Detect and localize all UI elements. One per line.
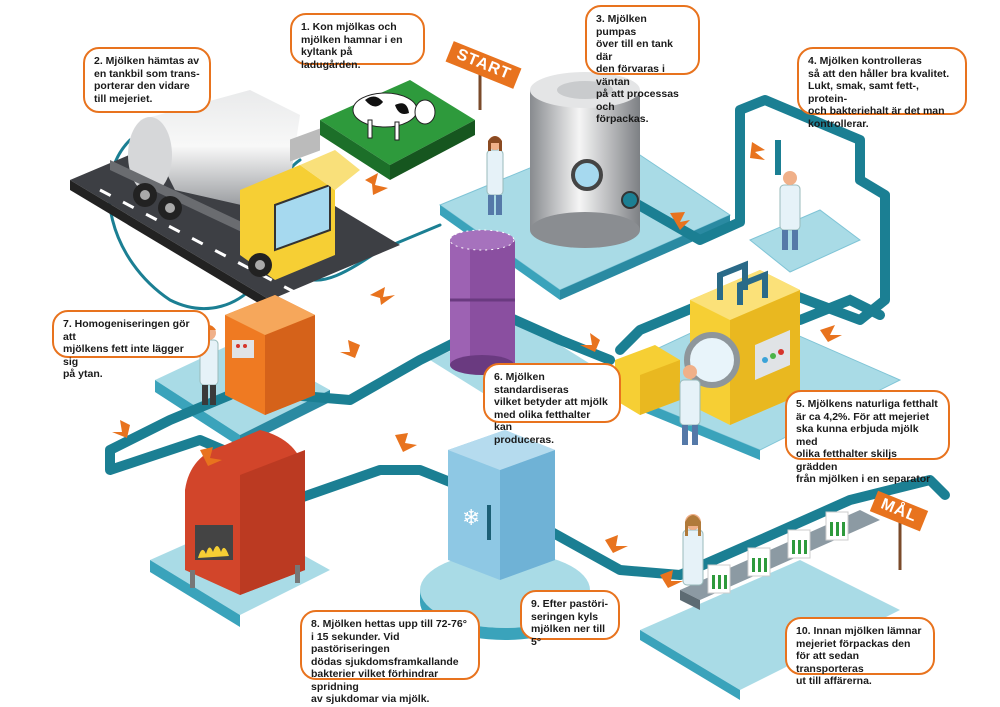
step-5-callout: 5. Mjölkens naturliga fetthalt är ca 4,2… xyxy=(785,390,950,485)
step-4-text: 4. Mjölken kontrolleras så att den hålle… xyxy=(808,55,950,130)
packaging-line xyxy=(680,510,902,610)
cow xyxy=(352,92,436,141)
arrow-icon xyxy=(580,333,600,352)
arrow-icon xyxy=(370,287,395,305)
step-1-callout: 1. Kon mjölkas och mjölken hamnar i en k… xyxy=(290,13,425,71)
step-6-text: 6. Mjölken standardiseras vilket betyder… xyxy=(494,371,608,446)
pasteurizer xyxy=(185,430,305,595)
tank-porthole xyxy=(571,159,603,191)
worker-control xyxy=(775,140,801,250)
packaging-platform xyxy=(640,560,900,690)
step-2-text: 2. Mjölken hämtas av en tankbil som tran… xyxy=(94,55,200,105)
arrow-icon xyxy=(670,212,690,230)
pipe-heater-to-cooler xyxy=(275,465,475,510)
arrow-icon xyxy=(660,570,683,588)
arrow-icon xyxy=(750,142,765,160)
separator-porthole xyxy=(684,332,740,388)
step-6-callout: 6. Mjölken standardiseras vilket betyder… xyxy=(483,363,621,446)
worker-separator xyxy=(679,365,701,445)
snowflake-icon: ❄ xyxy=(462,506,480,531)
flow-arrows xyxy=(112,142,842,588)
step-8-text: 8. Mjölken hettas upp till 72-76° i 15 s… xyxy=(311,618,467,705)
step-9-text: 9. Efter pastöri- seringen kyls mjölken … xyxy=(531,598,609,648)
milk-cartons xyxy=(707,511,849,594)
step-7-callout: 7. Homogeniseringen gör att mjölkens fet… xyxy=(52,310,210,380)
step-4-callout: 4. Mjölken kontrolleras så att den hålle… xyxy=(797,47,967,130)
cow-pasture-scene xyxy=(320,65,482,180)
pipes xyxy=(105,95,950,580)
step-10-text: 10. Innan mjölken lämnar mejeriet förpac… xyxy=(796,625,922,687)
step-7-text: 7. Homogeniseringen gör att mjölkens fet… xyxy=(63,318,190,380)
separator-top-pipes xyxy=(717,260,768,305)
step-9-callout: 9. Efter pastöri- seringen kyls mjölken … xyxy=(520,590,620,648)
tanker-truck-scene xyxy=(70,90,400,310)
truck-cab xyxy=(240,128,360,280)
flame-icon xyxy=(198,546,229,558)
arrow-icon xyxy=(820,325,842,342)
separator-pipes-right xyxy=(795,294,885,325)
step-8-callout: 8. Mjölken hettas upp till 72-76° i 15 s… xyxy=(300,610,480,705)
pipe-cooler-to-packaging xyxy=(525,475,950,580)
pipe-tank-to-control xyxy=(625,95,890,325)
arrow-icon xyxy=(395,433,417,452)
step-5-text: 5. Mjölkens naturliga fetthalt är ca 4,2… xyxy=(796,398,938,485)
storage-tank xyxy=(530,72,640,248)
standardization-tank xyxy=(449,229,515,375)
arrow-icon xyxy=(112,420,130,438)
separator-control-panel xyxy=(755,330,790,380)
pipe-purple-to-homogenizer xyxy=(285,335,465,405)
step-1-text: 1. Kon mjölkas och mjölken hamnar i en k… xyxy=(301,21,403,71)
arrow-icon xyxy=(605,535,628,553)
arrow-icon xyxy=(340,340,360,358)
step-3-callout: 3. Mjölken pumpas över till en tank där … xyxy=(585,5,700,125)
step-10-callout: 10. Innan mjölken lämnar mejeriet förpac… xyxy=(785,617,935,687)
worker-tank xyxy=(486,136,504,215)
step-3-text: 3. Mjölken pumpas över till en tank där … xyxy=(596,13,679,125)
step-2-callout: 2. Mjölken hämtas av en tankbil som tran… xyxy=(83,47,211,113)
cooler-handle xyxy=(487,505,491,540)
arrow-icon xyxy=(200,447,222,466)
homogenizer-panel xyxy=(232,340,254,358)
worker-packaging xyxy=(682,514,704,586)
arrow-icon xyxy=(365,173,388,195)
cooler: ❄ xyxy=(448,430,555,580)
separator xyxy=(615,260,800,425)
control-platform xyxy=(749,209,861,273)
homogenizer xyxy=(225,295,315,415)
pipe-homogenizer-down xyxy=(105,390,275,475)
